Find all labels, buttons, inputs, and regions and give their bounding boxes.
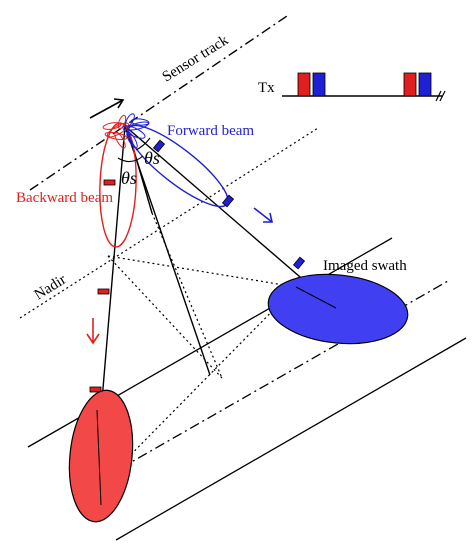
forward-beam-label: Forward beam: [167, 123, 254, 139]
angle-arc-theta-forward: [135, 137, 151, 151]
backward-pulse-markers: [89, 179, 116, 393]
sensor-antenna-icon: [102, 113, 150, 149]
tx-pulse-blue-2: [418, 72, 432, 97]
theta-s-label-2: θs: [144, 148, 160, 168]
imaged-swath-label: Imaged swath: [323, 258, 407, 274]
forward-pulse-markers: [152, 139, 306, 270]
sensor-track-line: [29, 13, 291, 191]
nadir-line: [19, 127, 319, 319]
swath-right-boundary: [115, 337, 467, 541]
angle-arc-theta: [117, 155, 144, 163]
arrow-down-icon: [86, 318, 100, 345]
tx-pulse-red-2: [403, 72, 417, 97]
arrow-down-right-icon: [253, 207, 273, 223]
tx-timeline: [282, 72, 446, 102]
tx-label: Tx: [258, 80, 275, 96]
tx-pulse-blue-1: [312, 72, 326, 97]
tx-pulse-red-1: [297, 72, 311, 97]
forward-footprint: [267, 273, 409, 345]
forward-footprint-axis: [295, 286, 337, 309]
arrow-right-icon: [89, 98, 125, 119]
backward-footprint: [68, 389, 134, 523]
axis-break-icon: [435, 90, 446, 102]
construction-lines: [95, 212, 297, 491]
backward-footprint-axis: [96, 409, 102, 506]
backward-beam-label: Backward beam: [16, 190, 113, 206]
theta-s-label-1: θs: [121, 168, 137, 188]
